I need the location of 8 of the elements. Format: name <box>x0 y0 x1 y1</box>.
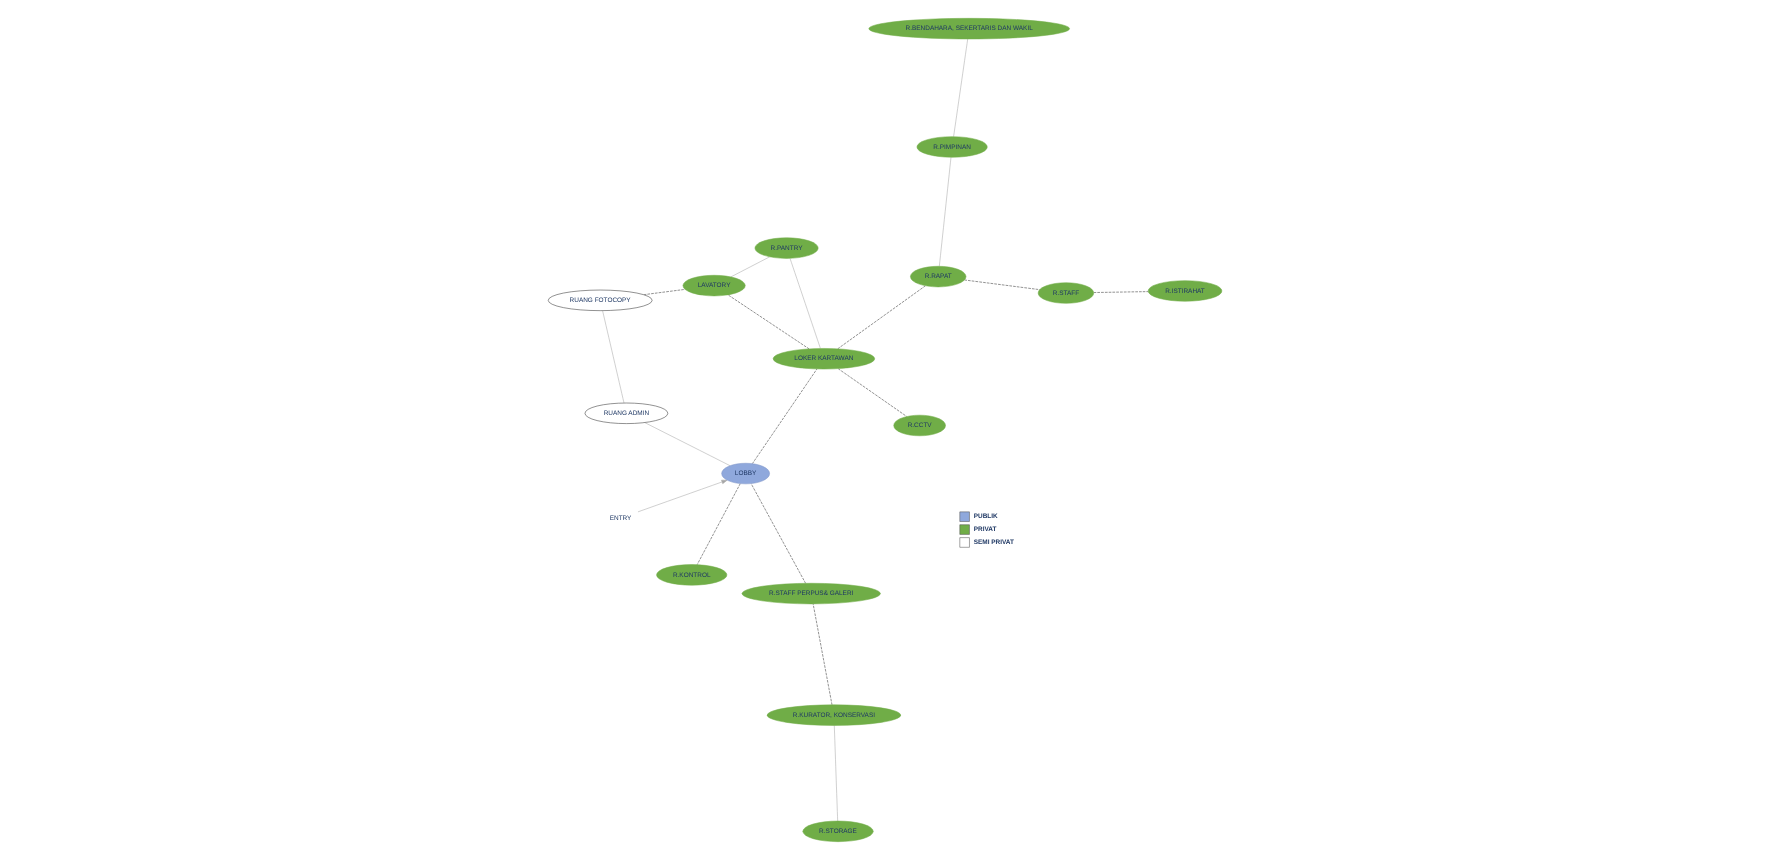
connector <box>952 38 967 137</box>
connector <box>643 422 730 466</box>
connector <box>601 310 624 404</box>
connector <box>938 156 951 267</box>
connector <box>729 256 769 278</box>
connector <box>788 258 820 349</box>
arrow <box>636 479 727 513</box>
connector <box>833 725 837 822</box>
